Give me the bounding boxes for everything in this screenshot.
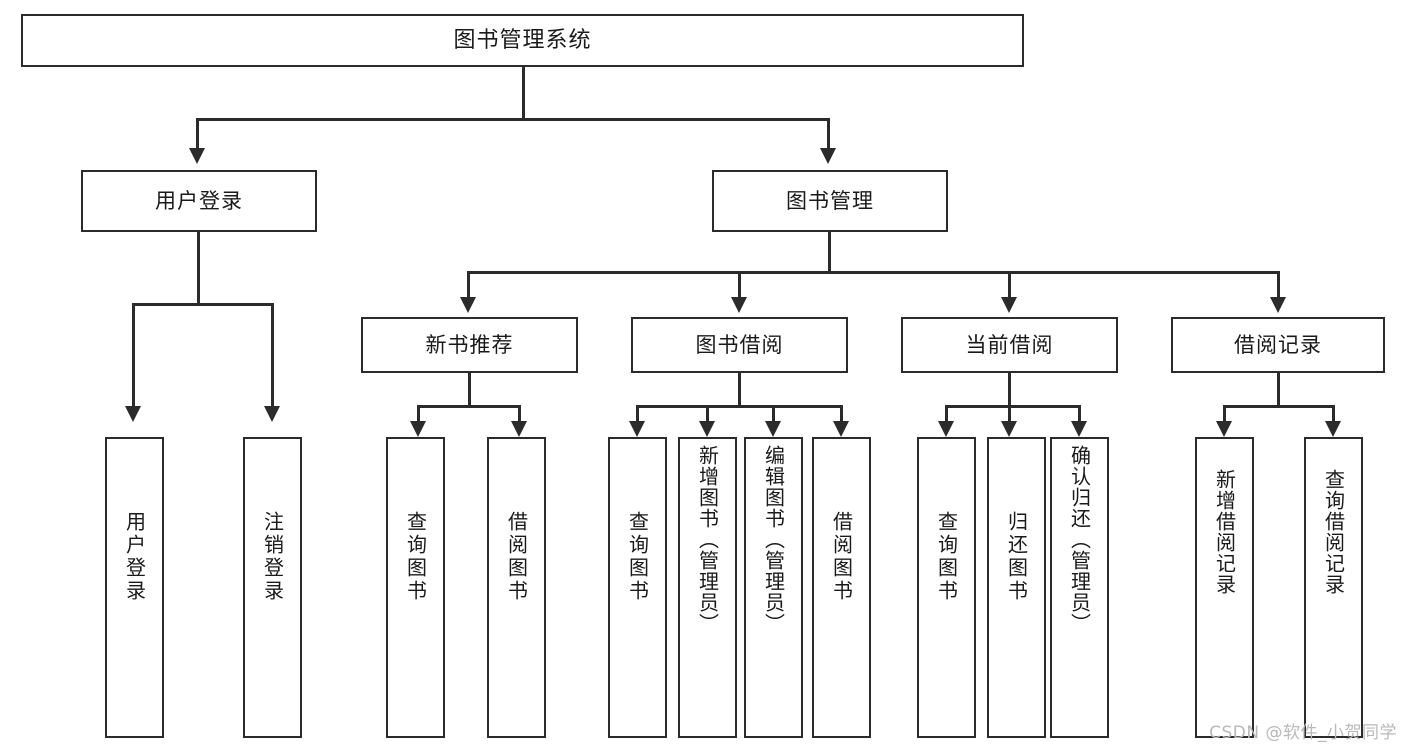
connector-level2-drop-right bbox=[827, 118, 830, 149]
leaf-add-book-label: 新增图书（管理员） bbox=[695, 445, 720, 634]
node-current-borrow-label: 当前借阅 bbox=[965, 332, 1054, 357]
leaf-add-record-label: 新增借阅记录 bbox=[1212, 469, 1237, 595]
node-book-borrow-label: 图书借阅 bbox=[695, 332, 784, 357]
leaf-query-record[interactable]: 查询借阅记录 bbox=[1304, 437, 1363, 738]
connector-new-book-rec-drop-2 bbox=[518, 405, 521, 423]
connector-current-borrow-bus bbox=[946, 405, 1080, 408]
arrow-to-user-login bbox=[189, 148, 205, 164]
connector-user-login-drop-2 bbox=[271, 303, 274, 407]
arrow-to-leaf-borrow-book-1 bbox=[511, 421, 527, 437]
connector-level2-bus bbox=[197, 118, 829, 121]
node-book-borrow[interactable]: 图书借阅 bbox=[631, 317, 848, 373]
connector-level3-drop-2 bbox=[738, 271, 741, 298]
connector-current-borrow-drop-1 bbox=[945, 405, 948, 423]
leaf-edit-book-label: 编辑图书（管理员） bbox=[761, 445, 786, 634]
leaf-borrow-book-2-label: 借阅图书 bbox=[829, 511, 854, 603]
connector-level3-drop-3 bbox=[1008, 271, 1011, 298]
connector-new-book-rec-drop-1 bbox=[417, 405, 420, 423]
leaf-add-record[interactable]: 新增借阅记录 bbox=[1195, 437, 1254, 738]
arrow-to-leaf-user-login bbox=[125, 406, 141, 422]
connector-book-borrow-drop-1 bbox=[636, 405, 639, 423]
connector-user-login-stem bbox=[197, 232, 200, 304]
node-user-login-label: 用户登录 bbox=[155, 188, 243, 213]
connector-book-borrow-drop-2 bbox=[706, 405, 709, 423]
connector-current-borrow-drop-3 bbox=[1078, 405, 1081, 423]
connector-current-borrow-drop-2 bbox=[1008, 405, 1011, 423]
arrow-to-leaf-query-book-1 bbox=[410, 421, 426, 437]
connector-book-borrow-drop-4 bbox=[840, 405, 843, 423]
connector-book-borrow-bus bbox=[637, 405, 842, 408]
connector-new-book-rec-bus bbox=[418, 405, 520, 408]
connector-level3-drop-1 bbox=[467, 271, 470, 298]
arrow-to-leaf-add-record bbox=[1216, 421, 1232, 437]
leaf-query-book-2[interactable]: 查询图书 bbox=[608, 437, 667, 738]
connector-book-borrow-stem bbox=[738, 373, 741, 406]
node-root-label: 图书管理系统 bbox=[453, 27, 592, 53]
leaf-confirm-return[interactable]: 确认归还（管理员） bbox=[1050, 437, 1109, 738]
connector-level3-drop-4 bbox=[1277, 271, 1280, 298]
node-user-login[interactable]: 用户登录 bbox=[81, 170, 317, 232]
connector-user-login-drop-1 bbox=[132, 303, 135, 407]
arrow-to-book-manage bbox=[820, 148, 836, 164]
watermark-text: CSDN @软件_小贺同学 bbox=[1209, 723, 1397, 743]
node-new-book-rec[interactable]: 新书推荐 bbox=[361, 317, 578, 373]
node-borrow-record-label: 借阅记录 bbox=[1234, 332, 1322, 357]
leaf-confirm-return-label: 确认归还（管理员） bbox=[1067, 445, 1092, 634]
node-book-manage-label: 图书管理 bbox=[786, 188, 874, 213]
connector-borrow-record-drop-2 bbox=[1332, 405, 1335, 423]
arrow-to-leaf-query-record bbox=[1325, 421, 1341, 437]
arrow-to-leaf-borrow-book-2 bbox=[833, 421, 849, 437]
connector-user-login-bus bbox=[133, 303, 273, 306]
leaf-user-login-label: 用户登录 bbox=[122, 511, 147, 603]
leaf-query-book-3-label: 查询图书 bbox=[934, 511, 959, 603]
node-root[interactable]: 图书管理系统 bbox=[21, 14, 1024, 67]
leaf-return-book-label: 归还图书 bbox=[1004, 511, 1029, 603]
connector-root-stem bbox=[522, 67, 525, 120]
arrow-to-current-borrow bbox=[1001, 297, 1017, 313]
node-borrow-record[interactable]: 借阅记录 bbox=[1171, 317, 1385, 373]
leaf-add-book[interactable]: 新增图书（管理员） bbox=[678, 437, 737, 738]
leaf-query-book-1-label: 查询图书 bbox=[403, 511, 428, 603]
arrow-to-leaf-query-book-2 bbox=[629, 421, 645, 437]
leaf-query-book-2-label: 查询图书 bbox=[625, 511, 650, 603]
connector-borrow-record-bus bbox=[1224, 405, 1334, 408]
connector-book-manage-stem bbox=[828, 232, 831, 272]
connector-new-book-rec-stem bbox=[468, 373, 471, 406]
arrow-to-leaf-confirm-return bbox=[1071, 421, 1087, 437]
leaf-logout[interactable]: 注销登录 bbox=[243, 437, 302, 738]
leaf-query-record-label: 查询借阅记录 bbox=[1321, 469, 1346, 595]
leaf-edit-book[interactable]: 编辑图书（管理员） bbox=[744, 437, 803, 738]
arrow-to-leaf-query-book-3 bbox=[938, 421, 954, 437]
arrow-to-leaf-return-book bbox=[1001, 421, 1017, 437]
leaf-query-book-3[interactable]: 查询图书 bbox=[917, 437, 976, 738]
arrow-to-book-borrow bbox=[731, 297, 747, 313]
connector-borrow-record-drop-1 bbox=[1223, 405, 1226, 423]
leaf-user-login[interactable]: 用户登录 bbox=[105, 437, 164, 738]
leaf-borrow-book-1-label: 借阅图书 bbox=[504, 511, 529, 603]
arrow-to-leaf-add-book bbox=[699, 421, 715, 437]
leaf-return-book[interactable]: 归还图书 bbox=[987, 437, 1046, 738]
node-new-book-rec-label: 新书推荐 bbox=[425, 332, 514, 357]
arrow-to-leaf-edit-book bbox=[765, 421, 781, 437]
leaf-borrow-book-1[interactable]: 借阅图书 bbox=[487, 437, 546, 738]
connector-level3-bus bbox=[468, 271, 1279, 274]
leaf-logout-label: 注销登录 bbox=[260, 511, 285, 603]
connector-current-borrow-stem bbox=[1008, 373, 1011, 406]
arrow-to-leaf-logout bbox=[264, 406, 280, 422]
leaf-query-book-1[interactable]: 查询图书 bbox=[386, 437, 445, 738]
leaf-borrow-book-2[interactable]: 借阅图书 bbox=[812, 437, 871, 738]
connector-borrow-record-stem bbox=[1277, 373, 1280, 406]
node-current-borrow[interactable]: 当前借阅 bbox=[901, 317, 1118, 373]
arrow-to-borrow-record bbox=[1270, 297, 1286, 313]
arrow-to-new-book-rec bbox=[460, 297, 476, 313]
node-book-manage[interactable]: 图书管理 bbox=[712, 170, 948, 232]
connector-book-borrow-drop-3 bbox=[772, 405, 775, 423]
connector-level2-drop-left bbox=[196, 118, 199, 149]
